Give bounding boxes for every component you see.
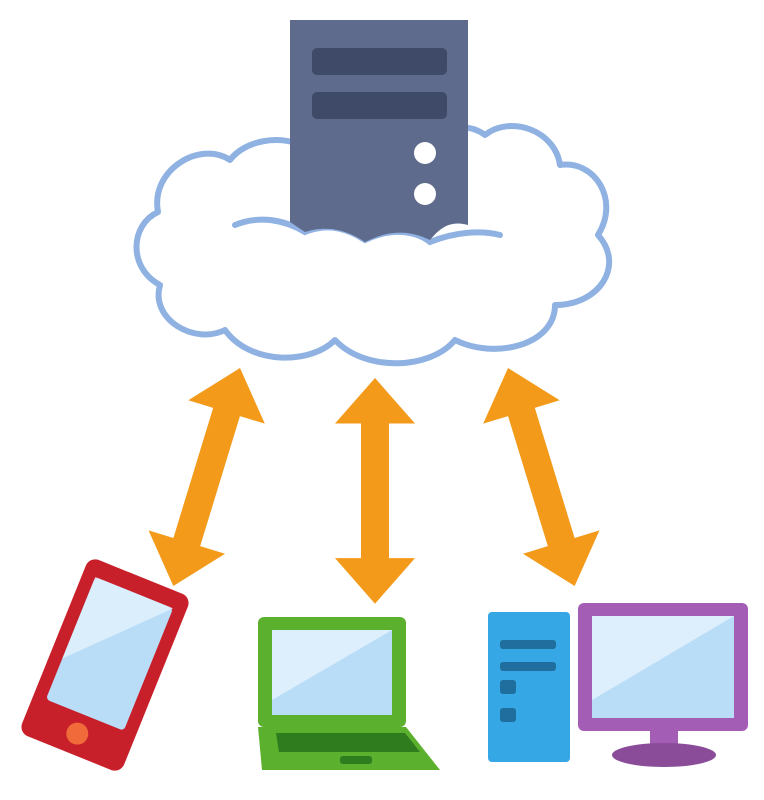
laptop-icon <box>258 617 440 770</box>
smartphone-icon <box>21 559 189 771</box>
arrow-cloud-to-laptop <box>335 378 415 604</box>
desktop-computer-icon <box>488 603 748 767</box>
arrow-cloud-to-smartphone <box>135 356 279 598</box>
server-icon <box>290 20 468 242</box>
arrow-cloud-to-desktop <box>469 356 613 598</box>
